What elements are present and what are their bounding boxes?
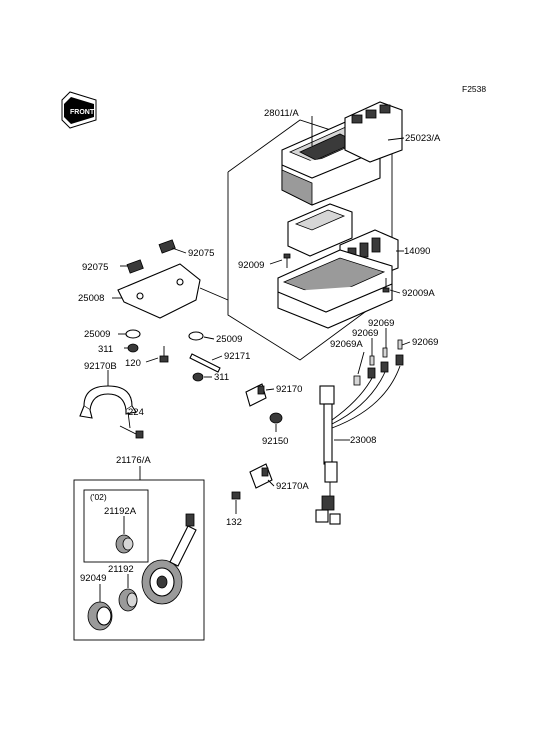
speedometer-gear-housing: [141, 513, 197, 605]
rubber-92075-right: [158, 239, 176, 254]
label-25009-left: 25009: [84, 329, 110, 340]
label-92075-right: 92075: [188, 248, 214, 259]
front-arrow-icon: FRONT: [61, 91, 97, 129]
label-92049: 92049: [80, 573, 106, 584]
label-92009: 92009: [238, 260, 264, 271]
label-21176a: 21176/A: [116, 455, 151, 466]
label-92075-left: 92075: [82, 262, 108, 273]
socket-92069a: [353, 375, 361, 386]
year-box: [83, 489, 149, 563]
label-311-upper: 311: [98, 344, 113, 355]
label-92150: 92150: [262, 436, 288, 447]
label-92171: 92171: [224, 351, 250, 362]
label-92170: 92170: [276, 384, 302, 395]
front-label: FRONT: [70, 109, 95, 116]
socket-92069-2: [380, 347, 389, 373]
leader-lines: [99, 116, 411, 602]
label-21192a: 21192A: [104, 506, 137, 517]
label-92170b: 92170B: [84, 361, 117, 372]
label-92069a: 92069A: [330, 339, 363, 350]
label-132: 132: [226, 517, 242, 528]
label-14090: 14090: [404, 246, 430, 257]
nut-311-lower: [192, 372, 204, 382]
bearing-21192: [118, 588, 138, 612]
clamp-92170b: [79, 385, 137, 419]
label-224: 224: [128, 407, 144, 418]
screw-92009a: [382, 278, 390, 293]
bearing-21192a: [115, 534, 134, 554]
label-25023a: 25023/A: [405, 133, 441, 144]
meter-lower-case: [277, 249, 393, 329]
socket-92069-1: [367, 355, 376, 379]
bolt-92150: [269, 412, 283, 424]
kit-box-21176a: [73, 479, 205, 641]
label-120: 120: [125, 358, 141, 369]
label-92069-mid: 92069: [352, 328, 378, 339]
bracket-25008: [117, 263, 229, 319]
label-23008: 23008: [350, 435, 376, 446]
label-25008: 25008: [78, 293, 104, 304]
clamp-92170: [245, 383, 267, 407]
rubber-92075-left: [126, 259, 144, 274]
bolt-132: [231, 491, 241, 500]
washer-25009-left: [125, 329, 141, 339]
bolt-224: [119, 425, 144, 439]
bolt-120: [159, 346, 169, 363]
screw-92009: [283, 253, 291, 268]
label-21192: 21192: [108, 564, 134, 575]
socket-92069-3: [395, 339, 404, 366]
wiring-harness-23008: [315, 365, 401, 525]
label-92069-right: 92069: [412, 337, 438, 348]
label-92069-top: 92069: [368, 318, 394, 329]
washer-25009-right: [188, 331, 204, 341]
label-92009a: 92009A: [402, 288, 435, 299]
label-year-note: ('02): [90, 492, 107, 502]
label-92170a: 92170A: [276, 481, 309, 492]
nut-311-upper: [127, 343, 139, 353]
figure-code: F2538: [462, 84, 486, 94]
label-311-lower: 311: [214, 372, 229, 383]
label-28011a: 28011/A: [264, 108, 299, 119]
seal-92049: [87, 601, 113, 631]
meter-display: [344, 101, 403, 163]
clamp-92171: [189, 353, 221, 373]
label-25009-right: 25009: [216, 334, 242, 345]
clamp-92170a: [249, 463, 273, 489]
